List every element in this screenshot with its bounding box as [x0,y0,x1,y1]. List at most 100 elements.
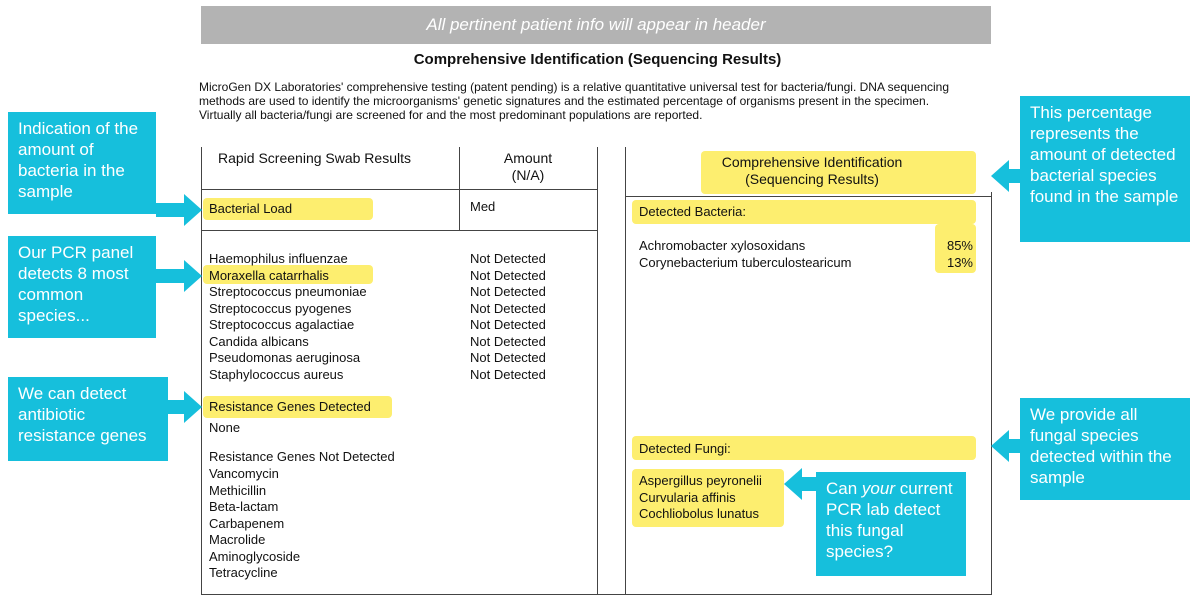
table-header-rule-left [201,189,597,190]
report-title: Comprehensive Identification (Sequencing… [413,51,782,68]
resistance-detected-label: Resistance Genes Detected [209,399,371,414]
intro-line: Virtually all bacteria/fungi are screene… [199,108,703,122]
table-border-right [991,192,992,595]
organism-result: Not Detected [470,350,546,365]
callout-pcr-panel: Our PCR panel detects 8 most common spec… [8,236,156,338]
callout-text: Our PCR panel detects 8 most common spec… [18,243,134,325]
arrow-left-icon [991,160,1009,192]
highlight-detected-fungi [632,436,976,460]
table-border-right-section [625,147,626,595]
highlight-resistance [203,396,392,418]
resistance-detected-value: None [209,420,241,435]
callout-text-suffix: current PCR lab detect this fungal speci… [826,479,953,561]
organism-name: Moraxella catarrhalis [209,267,329,283]
detected-bacteria-label: Detected Bacteria: [639,204,746,219]
right-header-line2: (Sequencing Results) [745,171,879,187]
fungus-name: Aspergillus peyronelii [639,473,762,488]
callout-text-emphasis: your [861,479,895,498]
bacteria-name: Achromobacter xylosoxidans [639,238,806,253]
arrow-stem [156,269,186,283]
resistance-gene: Macrolide [209,532,266,547]
organism-result: Not Detected [470,251,546,266]
bacteria-percent: 13% [946,254,973,270]
callout-text: Indication of the amount of bacteria in … [18,119,139,201]
table-bottom-rule [201,594,991,595]
highlight-fungi-list [632,469,784,527]
organism-result: Not Detected [470,333,546,349]
bacteria-percent: 85% [946,238,973,253]
table-header-rule-right [625,196,991,197]
arrow-stem [156,203,186,217]
organism-result: Not Detected [470,317,546,332]
resistance-gene: Vancomycin [209,466,279,481]
bacteria-percent-list: 85% 13% [930,238,973,271]
organism-name: Streptococcus pyogenes [209,300,352,316]
resistance-gene-list: Vancomycin Methicillin Beta-lactam Carba… [209,466,300,582]
detected-bacteria-list: Achromobacter xylosoxidans Corynebacteri… [639,238,851,271]
callout-resistance: We can detect antibiotic resistance gene… [8,377,168,461]
banner-text: All pertinent patient info will appear i… [426,15,766,34]
patient-info-banner: All pertinent patient info will appear i… [201,6,991,44]
report-intro: MicroGen DX Laboratories' comprehensive … [199,80,1014,122]
organism-result: Not Detected [470,300,546,316]
callout-question: Can your current PCR lab detect this fun… [816,472,966,576]
arrow-stem [1008,439,1022,453]
organism-list: Haemophilus influenzae Moraxella catarrh… [209,251,367,383]
resistance-gene: Tetracycline [209,565,278,580]
highlight-bacterial-load [203,198,373,220]
resistance-gene: Beta-lactam [209,499,279,514]
highlight-moraxella [203,265,373,284]
callout-fungal: We provide all fungal species detected w… [1020,398,1190,500]
callout-text-prefix: Can [826,479,862,498]
column-header-amount-line1: Amount [503,150,553,166]
organism-name: Candida albicans [209,333,309,349]
arrow-right-icon [184,194,202,226]
highlight-right-header [701,151,976,194]
fungus-name: Curvularia affinis [639,489,736,505]
organism-name: Pseudomonas aeruginosa [209,350,361,365]
arrow-right-icon [184,260,202,292]
highlight-detected-bacteria [632,200,976,224]
organism-name: Streptococcus agalactiae [209,317,355,332]
callout-percentage: This percentage represents the amount of… [1020,96,1190,242]
bacterial-load-label: Bacterial Load [209,201,293,216]
detected-fungi-list: Aspergillus peyronelii Curvularia affini… [639,473,762,523]
column-header-amount: Amount (N/A) [459,150,597,184]
organism-result-list: Not Detected Not Detected Not Detected N… [470,251,546,383]
arrow-stem [800,477,818,491]
organism-result: Not Detected [470,267,546,283]
table-column-divider [459,147,460,189]
callout-bacteria-amount: Indication of the amount of bacteria in … [8,112,156,214]
arrow-left-icon [991,430,1009,462]
table-amount-column-line [459,189,460,230]
callout-text: This percentage represents the amount of… [1030,103,1179,206]
organism-name: Staphylococcus aureus [209,366,344,382]
bacterial-load-value: Med [470,199,496,214]
fungus-name: Cochliobolus lunatus [639,506,759,521]
organism-result: Not Detected [470,366,546,382]
arrow-stem [1008,169,1022,183]
resistance-gene: Aminoglycoside [209,548,301,564]
right-column-header: Comprehensive Identification (Sequencing… [701,154,923,188]
column-header-results: Rapid Screening Swab Results [218,150,411,166]
arrow-left-icon [784,468,802,500]
right-header-line1: Comprehensive Identification [721,154,903,170]
organism-result: Not Detected [470,284,546,299]
highlight-bacteria-percent [935,224,976,273]
organism-name: Streptococcus pneumoniae [209,284,367,299]
resistance-gene: Methicillin [209,482,267,498]
intro-line: MicroGen DX Laboratories' comprehensive … [199,80,950,94]
table-border-middle [597,147,598,595]
resistance-gene: Carbapenem [209,515,285,531]
column-header-amount-line2: (N/A) [511,167,545,183]
detected-fungi-label: Detected Fungi: [639,441,731,456]
intro-line: methods are used to identify the microor… [199,94,930,108]
table-border-left [201,147,202,595]
table-bacterial-load-rule [201,230,597,231]
bacteria-name: Corynebacterium tuberculostearicum [639,254,852,270]
resistance-not-detected-label: Resistance Genes Not Detected [209,449,395,464]
callout-text: We provide all fungal species detected w… [1030,405,1172,487]
organism-name: Haemophilus influenzae [209,251,348,266]
arrow-stem [166,400,186,414]
arrow-right-icon [184,391,202,423]
